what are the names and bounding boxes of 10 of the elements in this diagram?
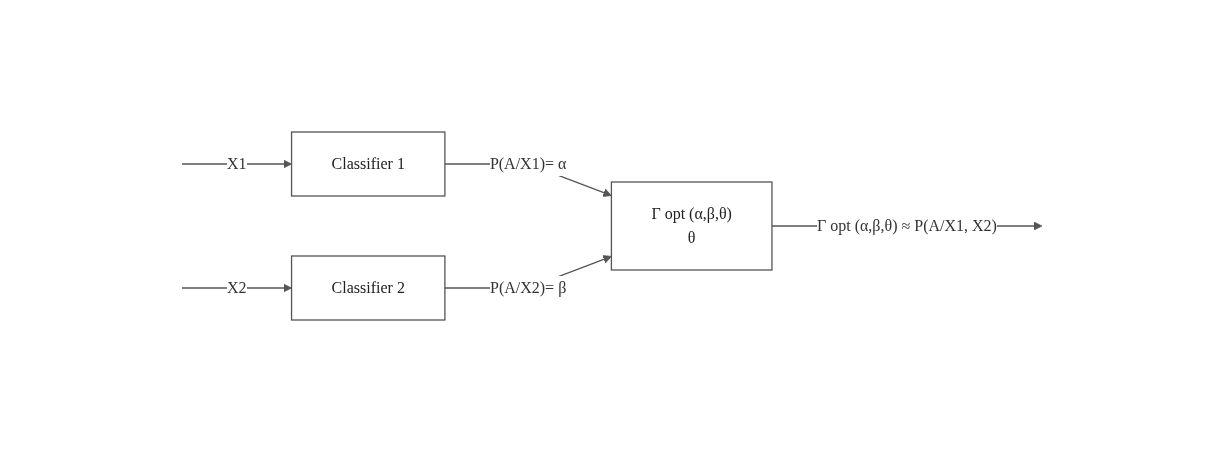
arrow bbox=[181, 283, 292, 293]
edge-label: X2 bbox=[227, 279, 247, 296]
node-box: Γ opt (α,β,θ) θ bbox=[610, 181, 773, 271]
edge-label: X1 bbox=[227, 155, 247, 172]
edge-label: P(A/X2)= β bbox=[490, 279, 567, 296]
arrow bbox=[181, 159, 292, 169]
edge-label: P(A/X1)= α bbox=[489, 155, 567, 172]
node-box: Classifier 1 bbox=[290, 131, 446, 197]
edge-label: Γ opt (α,β,θ) ≈ P(A/X1, X2) bbox=[816, 217, 997, 234]
node-box: Classifier 2 bbox=[290, 255, 446, 321]
